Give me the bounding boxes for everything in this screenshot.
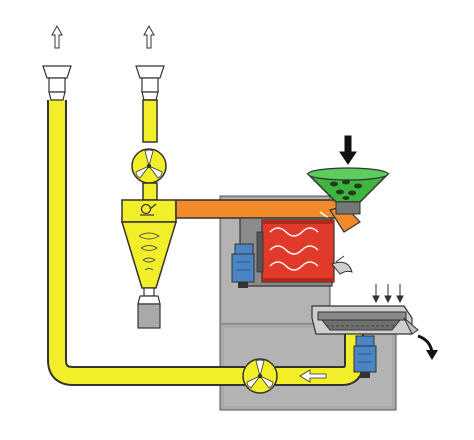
cooling-air-arrows [372, 284, 404, 304]
fan-lower [242, 358, 278, 394]
cooling-tray [311, 305, 419, 335]
exhaust-stack-left [42, 65, 72, 101]
cyclone-separator [120, 199, 178, 329]
roasting-drum [239, 217, 335, 287]
exhaust-stack-right [135, 65, 165, 143]
fan-upper [131, 148, 167, 184]
fan-to-cyclone-duct [142, 182, 158, 201]
exhaust-arrow-right [143, 24, 155, 49]
discharge-chute [331, 255, 353, 275]
hopper-feed-arrow [339, 135, 357, 165]
motor-cooler [353, 335, 377, 378]
exhaust-arrow-left [51, 24, 63, 49]
hopper [306, 167, 390, 215]
discharge-arrow [417, 334, 438, 360]
motor-drum [231, 243, 255, 288]
return-flow-arrow [299, 369, 327, 383]
yellow-duct-left-loop [47, 100, 245, 386]
